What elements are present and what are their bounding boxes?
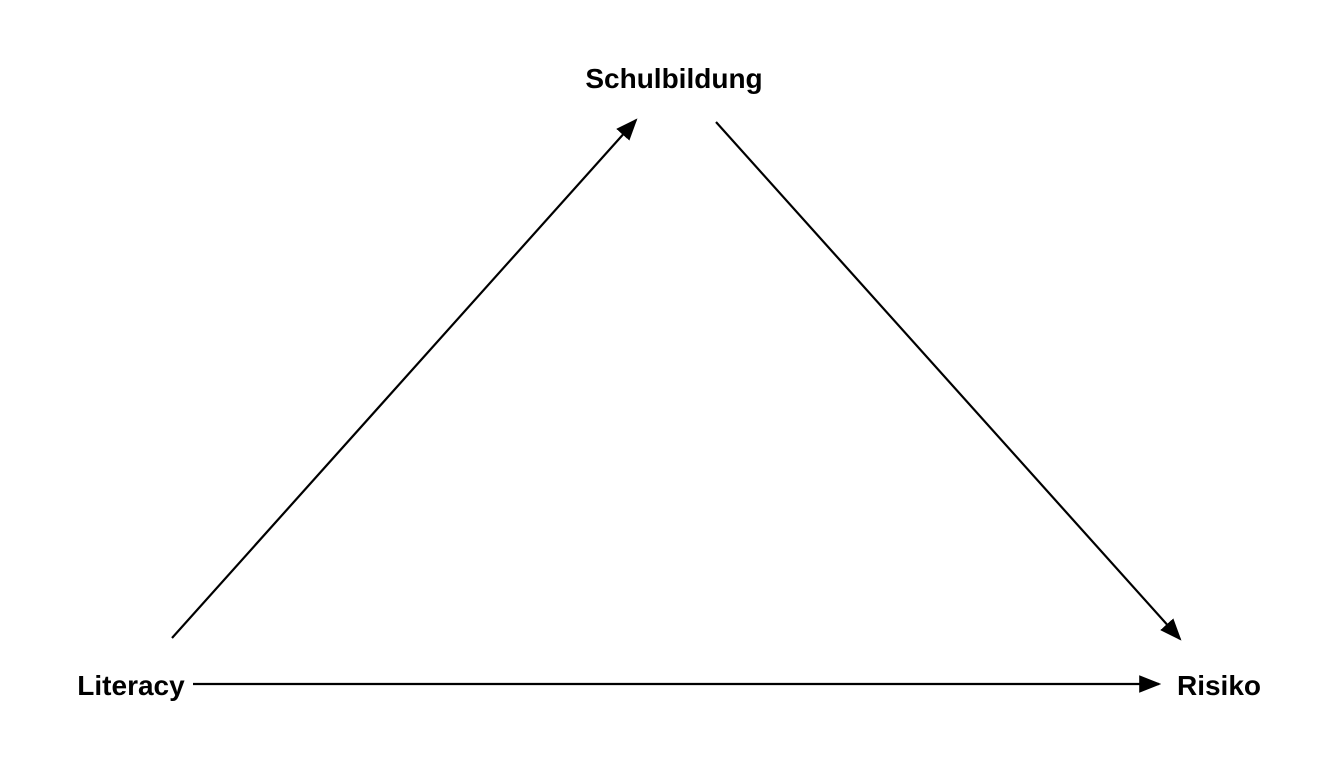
edges-group [171, 118, 1182, 693]
edge-literacy-to-schulbildung [171, 118, 638, 639]
node-schulbildung-label: Schulbildung [585, 63, 762, 94]
node-risiko-label: Risiko [1177, 670, 1261, 701]
edge-schulbildung-to-risiko [715, 121, 1182, 641]
node-literacy-label: Literacy [77, 670, 185, 701]
nodes-group: Schulbildung Literacy Risiko [77, 63, 1261, 701]
